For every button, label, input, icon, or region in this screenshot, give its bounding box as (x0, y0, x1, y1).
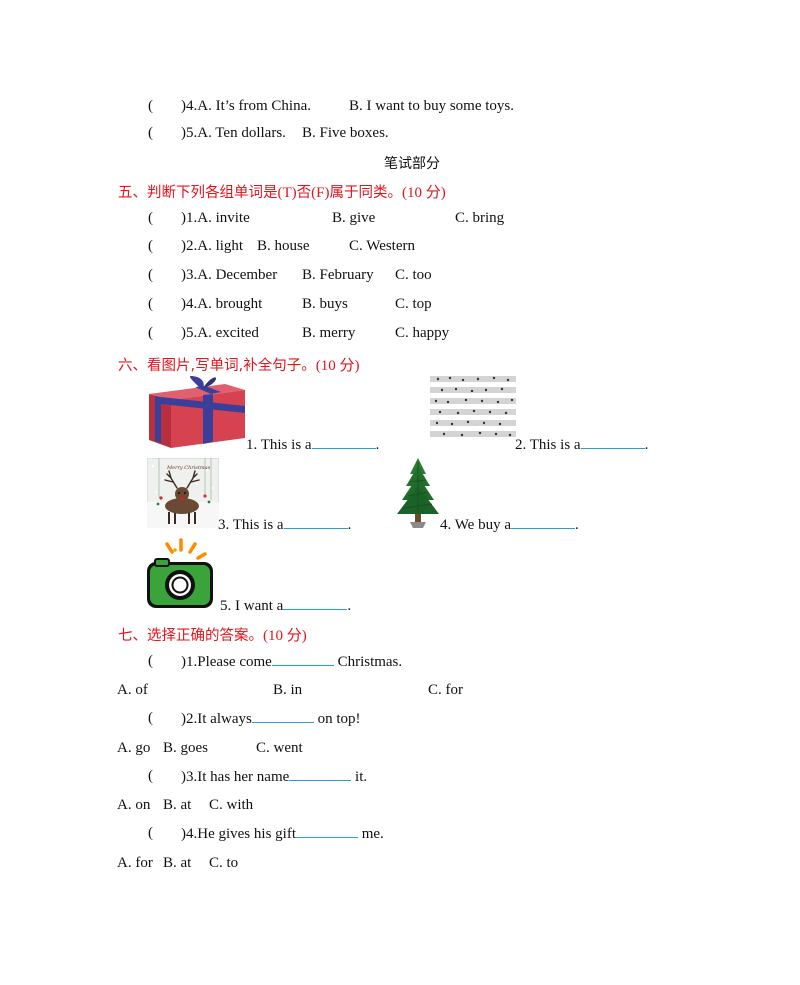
s6-q4: 4. We buy a. (440, 516, 579, 533)
section7-heading: 七、选择正确的答案。(10 分) (118, 628, 307, 644)
s5-q4-b: B. buys (302, 296, 348, 312)
s5-q1-a: )1.A. invite (181, 210, 250, 226)
s7-q3-blank[interactable] (289, 768, 352, 781)
s6-q2-blank[interactable] (580, 436, 645, 449)
s5-q2-b: B. house (257, 238, 310, 254)
s7-q4-paren: ( (148, 825, 153, 841)
gift-box-image (149, 376, 245, 448)
s7-q2-option-a: A. go (117, 740, 151, 756)
christmas-tree-image (397, 458, 439, 528)
s7-q2-blank[interactable] (251, 710, 314, 723)
s7-q1-paren: ( (148, 653, 153, 669)
s7-q4-option-c: C. to (209, 855, 239, 871)
s6-q4-blank[interactable] (511, 516, 576, 529)
s5-q5-paren: ( (148, 325, 153, 341)
s5-q5-c: C. happy (395, 325, 450, 341)
listening-q5-options: )5.A. Ten dollars. (181, 125, 286, 141)
s5-q2-c: C. Western (349, 238, 416, 254)
s6-q2: 2. This is a. (515, 436, 649, 453)
written-part-title: 笔试部分 (384, 156, 440, 172)
s5-q3-c: C. too (395, 267, 432, 283)
listening-q4: ( (148, 98, 153, 114)
s6-q3: 3. This is a. (218, 516, 352, 533)
s6-q1-blank[interactable] (311, 436, 376, 449)
s7-q2-paren: ( (148, 710, 153, 726)
s7-q1-stem: )1.Please come Christmas. (181, 653, 403, 670)
music-sheet-image (428, 374, 518, 448)
section5-heading: 五、判断下列各组单词是(T)否(F)属于同类。(10 分) (118, 185, 446, 201)
s5-q2-a: )2.A. light (181, 238, 244, 254)
s7-q3-option-a: A. on (117, 797, 151, 813)
s7-q4-stem: )4.He gives his gift me. (181, 825, 384, 842)
s5-q4-paren: ( (148, 296, 153, 312)
s7-q4-option-b: B. at (163, 855, 192, 871)
s6-q3-blank[interactable] (283, 516, 348, 529)
s7-q1-blank[interactable] (271, 653, 334, 666)
s7-q3-option-c: C. with (209, 797, 254, 813)
camera-image (147, 538, 213, 608)
s7-q2-stem: )2.It always on top! (181, 710, 361, 727)
s5-q2-paren: ( (148, 238, 153, 254)
listening-q4-option-b: B. I want to buy some toys. (349, 98, 514, 114)
s5-q5-b: B. merry (302, 325, 356, 341)
s7-q2-option-b: B. goes (163, 740, 208, 756)
s5-q1-c: C. bring (455, 210, 505, 226)
christmas-card-image: Merry Christmas (147, 458, 219, 528)
s7-q4-option-a: A. for (117, 855, 153, 871)
listening-q5-option-b: B. Five boxes. (302, 125, 389, 141)
s5-q4-c: C. top (395, 296, 432, 312)
section6-heading: 六、看图片,写单词,补全句子。(10 分) (118, 358, 360, 374)
s5-q3-paren: ( (148, 267, 153, 283)
s6-q5-blank[interactable] (283, 597, 348, 610)
s5-q3-b: B. February (302, 267, 374, 283)
s7-q3-stem: )3.It has her name it. (181, 768, 368, 785)
s7-q3-option-b: B. at (163, 797, 192, 813)
s5-q1-b: B. give (332, 210, 376, 226)
s7-q4-blank[interactable] (295, 825, 358, 838)
s7-q1-option-a: A. of (117, 682, 148, 698)
s6-q1: 1. This is a. (246, 436, 380, 453)
s5-q1-paren: ( (148, 210, 153, 226)
s5-q3-a: )3.A. December (181, 267, 278, 283)
s7-q3-paren: ( (148, 768, 153, 784)
s7-q1-option-b: B. in (273, 682, 303, 698)
listening-q4-options: )4.A. It’s from China. (181, 98, 311, 114)
listening-q5: ( (148, 125, 153, 141)
s7-q1-option-c: C. for (428, 682, 463, 698)
s6-q5: 5. I want a. (220, 597, 352, 614)
s7-q2-option-c: C. went (256, 740, 303, 756)
s5-q5-a: )5.A. excited (181, 325, 259, 341)
card-caption: Merry Christmas (166, 465, 211, 471)
s5-q4-a: )4.A. brought (181, 296, 263, 312)
